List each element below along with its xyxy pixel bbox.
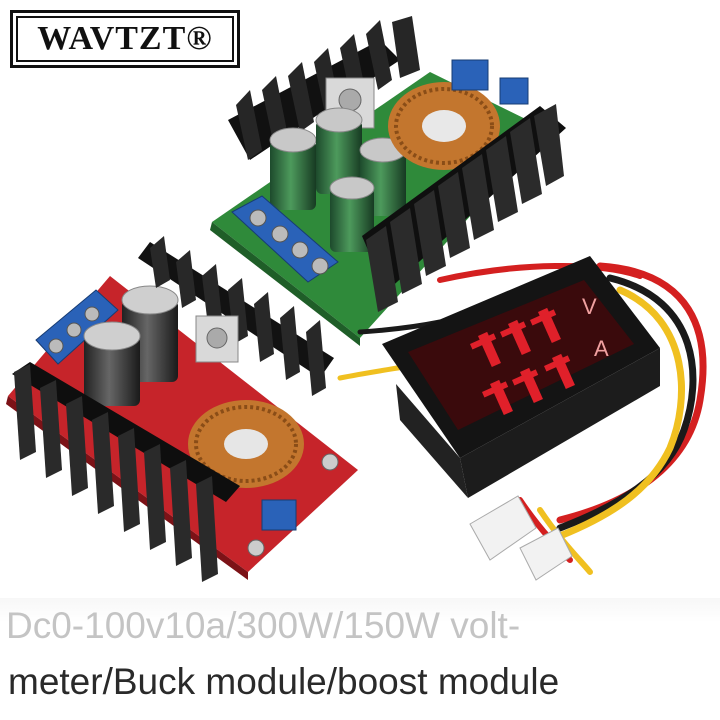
screw-terminals [35, 289, 119, 365]
heatsink-front [362, 104, 566, 312]
mount-screw [321, 453, 339, 471]
caption-line-2: meter/Buck module/boost module [8, 661, 560, 702]
caption-band [0, 598, 720, 720]
trimmer-pot [451, 59, 489, 91]
meter-body-bottom [460, 348, 660, 498]
toroid-inductor [388, 82, 500, 170]
screw-terminals [231, 195, 339, 283]
mount-screw [206, 327, 228, 349]
wire-yellow-lower [537, 507, 593, 575]
jst-connectors [469, 495, 573, 581]
boost-module [6, 236, 358, 582]
buck-module [210, 16, 566, 346]
volt-amp-meter: V A [382, 256, 660, 498]
heatsink-front [12, 362, 240, 582]
wire-black [556, 274, 697, 532]
mount-screw [247, 539, 265, 557]
amp-unit-label: A [594, 336, 609, 361]
brand-logo: WAVTZT® [10, 10, 240, 68]
heatsink-back [228, 16, 420, 160]
capacitors [83, 285, 179, 406]
wire-red-left [437, 262, 643, 283]
meter-body [396, 384, 468, 498]
volt-unit-label: V [582, 294, 597, 319]
trimmer-pot [261, 499, 297, 531]
volt-digits [469, 307, 561, 368]
brand-logo-text: WAVTZT® [16, 16, 234, 62]
toroid-inductor [188, 400, 304, 488]
meter-display [408, 280, 634, 430]
wire-yellow [556, 286, 685, 540]
pcb-edge [210, 222, 360, 346]
caption-line-1: Dc0-100v10a/300W/150W volt- [6, 605, 521, 646]
wire-harness [337, 262, 707, 575]
amp-digits [482, 353, 575, 416]
